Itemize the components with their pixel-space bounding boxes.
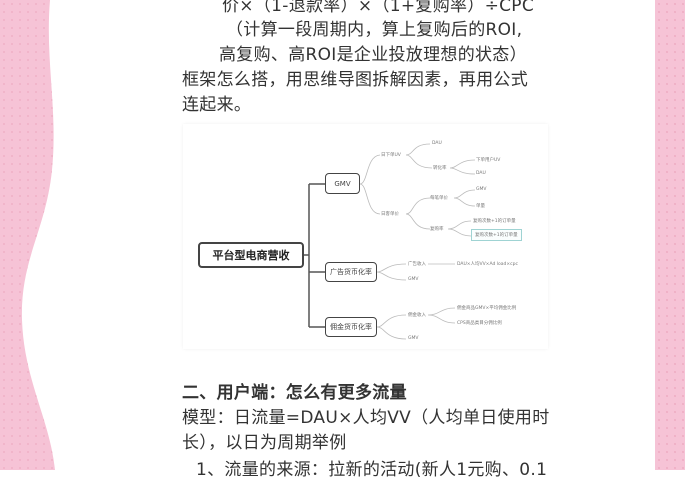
mind-map-leaf: DAU <box>476 171 486 176</box>
mind-map-image: 平台型电商营收 GMV 广告货币化率 佣金货币化率 日下单UV DAU 转化率 … <box>183 124 548 349</box>
formula-note-2: 高复购、高ROI是企业投放理想的状态） <box>219 45 527 65</box>
mind-map-leaf: 复购率 <box>430 227 444 232</box>
mind-map-leaf: DAU <box>432 141 442 146</box>
mind-map-node-gmv: GMV <box>325 173 360 194</box>
mind-map-root-node: 平台型电商营收 <box>198 242 304 268</box>
formula-note-1: （计算一段周期内，算上复购后的ROI, <box>226 20 523 40</box>
section-heading: 二、用户端：怎么有更多流量 <box>182 383 407 403</box>
mind-map-leaf: 广告收入 <box>408 262 426 267</box>
mind-map-leaf: GMV <box>476 187 487 192</box>
mind-map-leaf-highlighted: 复购次数+1的订单量 <box>471 229 522 241</box>
mind-map-leaf: 佣金商品GMV×平均佣金比例 <box>457 306 517 311</box>
mind-map-leaf: 每笔单价 <box>430 196 448 201</box>
body-text: 模型：日流量=DAU×人均VV（人均单日使用时 <box>182 408 550 428</box>
mind-map-leaf: 日下单UV <box>381 153 401 158</box>
mind-map-leaf: CPS商品类目分佣比例 <box>457 321 502 326</box>
mind-map-leaf: GMV <box>408 277 419 282</box>
body-text: 长），以日为周期举例 <box>182 433 347 453</box>
list-item: 1、流量的来源：拉新的活动(新人1元购、0.1 <box>196 460 548 480</box>
mind-map-leaf: DAU×人均VV×Ad load×cpc <box>457 262 518 267</box>
mind-map-node-ad-rate: 广告货币化率 <box>325 262 377 282</box>
pink-wavy-border-left <box>0 0 55 470</box>
mind-map-connectors <box>304 143 476 340</box>
pink-border-right <box>655 0 685 470</box>
body-text: 连起来。 <box>182 95 252 115</box>
mind-map-leaf: 单量 <box>476 204 485 209</box>
body-text: 框架怎么搭，用思维导图拆解因素，再用公式 <box>182 70 528 90</box>
mind-map-leaf: 佣金收入 <box>408 313 426 318</box>
formula-line: 价×（1-退款率）×（1+复购率）÷CPC <box>222 0 535 16</box>
mind-map-leaf: 复购次数+1的订单量 <box>473 219 516 224</box>
mind-map-leaf: 转化率 <box>433 166 447 171</box>
mind-map-node-commission-rate: 佣金货币化率 <box>325 317 377 337</box>
mind-map-leaf: GMV <box>408 336 419 341</box>
mind-map-leaf: 下单用户UV <box>476 158 501 163</box>
mind-map-leaf: 日客单价 <box>381 212 399 217</box>
